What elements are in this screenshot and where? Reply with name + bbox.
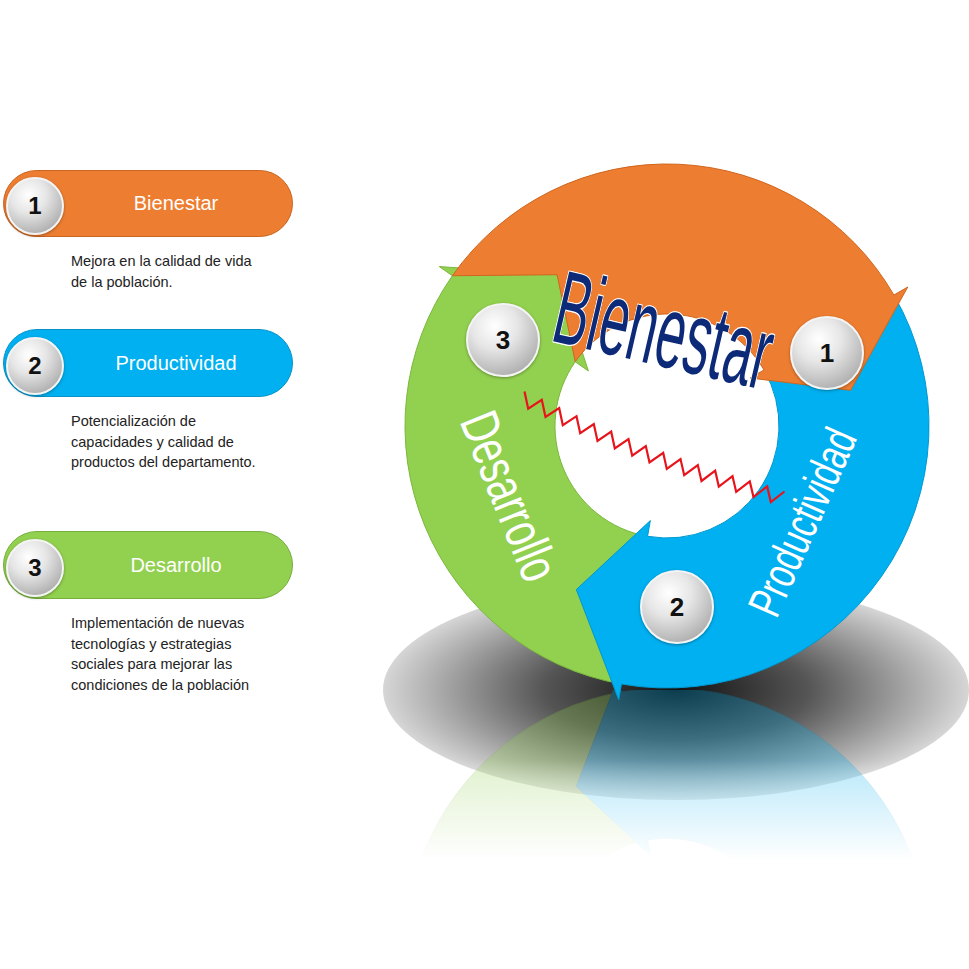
reflection-fade	[380, 760, 969, 860]
pill-item: DesarrolloImplementación de nuevas tecno…	[3, 531, 293, 599]
cycle-ring	[405, 164, 929, 700]
number-circle: 3	[466, 303, 540, 377]
callout-number: 2	[642, 572, 712, 642]
description-text: Implementación de nuevas tecnologías y e…	[71, 613, 271, 695]
number-circle: 1	[6, 177, 64, 235]
zigzag-line	[525, 392, 785, 503]
arrow-label: Desarrollo	[452, 404, 568, 589]
number-circle: 2	[6, 337, 64, 395]
number-circle: 3	[6, 539, 64, 597]
center-title: Bienestar	[545, 255, 782, 406]
number-circle: 2	[640, 570, 714, 644]
callout-number: 3	[468, 305, 538, 375]
description-text: Potencialización de capacidades y calida…	[71, 411, 271, 473]
callout-number: 3	[8, 541, 62, 595]
callout-number: 1	[8, 179, 62, 233]
pill-item: BienestarMejora en la calidad de vida de…	[3, 170, 293, 237]
callout-number: 2	[8, 339, 62, 393]
pill-heading: Desarrollo	[69, 531, 283, 599]
pill-heading: Bienestar	[69, 170, 283, 237]
callout-number: 1	[792, 318, 862, 388]
number-circle: 1	[790, 316, 864, 390]
description-text: Mejora en la calidad de vida de la pobla…	[71, 251, 271, 292]
arrow-label: Productividad	[740, 421, 864, 622]
pill-item: ProductividadPotencialización de capacid…	[3, 329, 293, 397]
pill-heading: Productividad	[69, 329, 283, 397]
